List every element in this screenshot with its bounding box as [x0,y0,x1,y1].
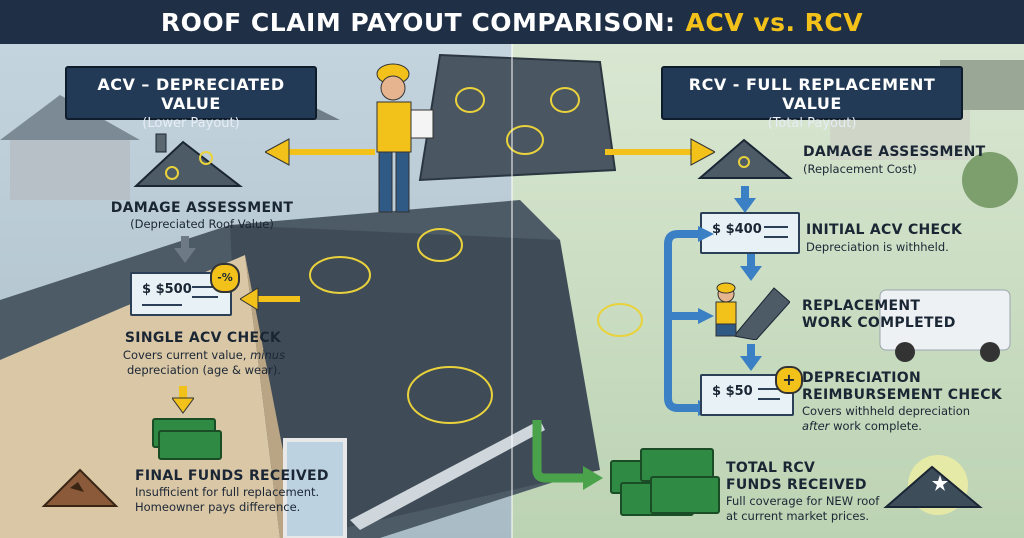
acv-step2-title: SINGLE ACV CHECK [124,330,282,346]
rcv-step4-title: DEPRECIATION REIMBURSEMENT CHECK [802,370,1002,403]
rcv-header: RCV - FULL REPLACEMENT VALUE (Total Payo… [661,66,963,131]
page-title: ROOF CLAIM PAYOUT COMPARISON: ACV vs. RC… [0,0,1024,44]
arrow-down-icon [734,186,756,213]
arrow-down-icon [174,236,196,263]
plus-badge-icon: + [775,366,803,394]
rcv-step2-desc: Depreciation is withheld. [806,240,949,254]
arrow-down-icon [740,254,762,281]
money-pile-icon [650,476,720,514]
acv-check: $ $500 [130,272,232,316]
arrow-down-icon-yellow [172,386,194,414]
rcv-step3-title: REPLACEMENT WORK COMPLETED [802,298,956,331]
rcv-step5-title: TOTAL RCV FUNDS RECEIVED [726,460,867,493]
rcv-step1-title: DAMAGE ASSESSMENT [803,144,986,160]
rcv-house-icon [697,138,793,179]
arrow-down-icon [740,344,762,371]
rcv-step5-desc: Full coverage for NEW roof at current ma… [726,494,880,523]
arrow-left-small-icon [240,287,300,311]
damaged-roof-icon [41,468,119,507]
depreciation-badge: -% [210,263,240,293]
inspector-illustration [376,63,434,213]
new-roof-icon [883,455,983,515]
acv-header: ACV – DEPRECIATED VALUE (Lower Payout) [65,66,317,131]
acv-step2-desc: Covers current value, minus depreciation… [122,348,286,377]
roofer-working-icon [715,282,790,340]
acv-house-icon [133,133,243,187]
acv-step3-desc: Insufficient for full replacement. Homeo… [135,485,320,514]
service-van-illustration [879,289,1011,362]
acv-step3-title: FINAL FUNDS RECEIVED [135,468,329,484]
arrow-left-icon [265,138,375,166]
arrow-right-icon [605,138,715,166]
rcv-step2-title: INITIAL ACV CHECK [806,222,963,238]
money-stack-icon [158,430,222,460]
flow-arrow-green-icon [532,420,603,490]
rcv-step1-desc: (Replacement Cost) [803,162,917,176]
acv-step1-title: DAMAGE ASSESSMENT [110,200,294,216]
acv-step1-desc: (Depreciated Roof Value) [130,217,274,231]
rcv-step4-desc: Covers withheld depreciation after work … [802,404,971,433]
